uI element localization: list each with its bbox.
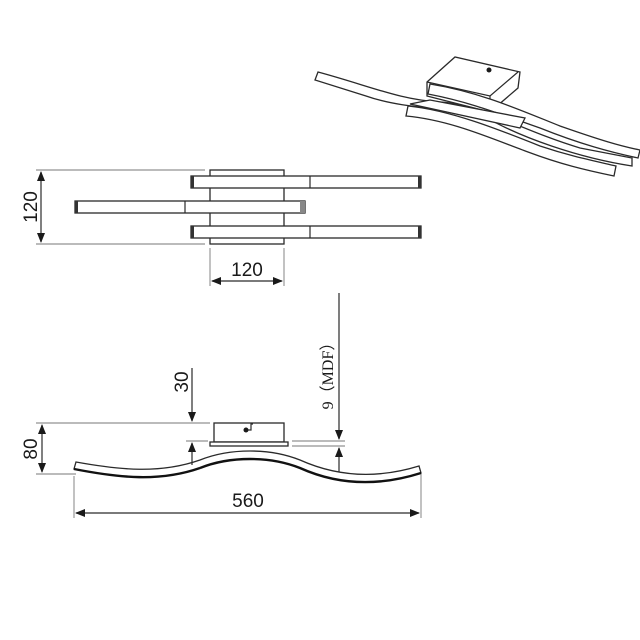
top-height-dim: 120: [21, 191, 42, 223]
led-bar-front: [405, 105, 617, 177]
top-bar: [190, 175, 422, 189]
top-width-dim: 120: [231, 260, 263, 281]
base-height-dim: 30: [172, 371, 193, 392]
bottom-bar: [190, 225, 422, 239]
total-length-dim: 560: [232, 491, 264, 512]
mount-plate: [209, 441, 289, 447]
top-view: 120 120: [21, 169, 422, 286]
total-height-dim: 80: [21, 438, 42, 459]
front-view: 80 30 9（MDF） 560: [21, 293, 422, 518]
middle-bar: [74, 200, 306, 214]
mount-plate-dim: 9（MDF）: [319, 335, 337, 410]
isometric-view: [314, 56, 640, 177]
canopy-box: [213, 422, 285, 443]
